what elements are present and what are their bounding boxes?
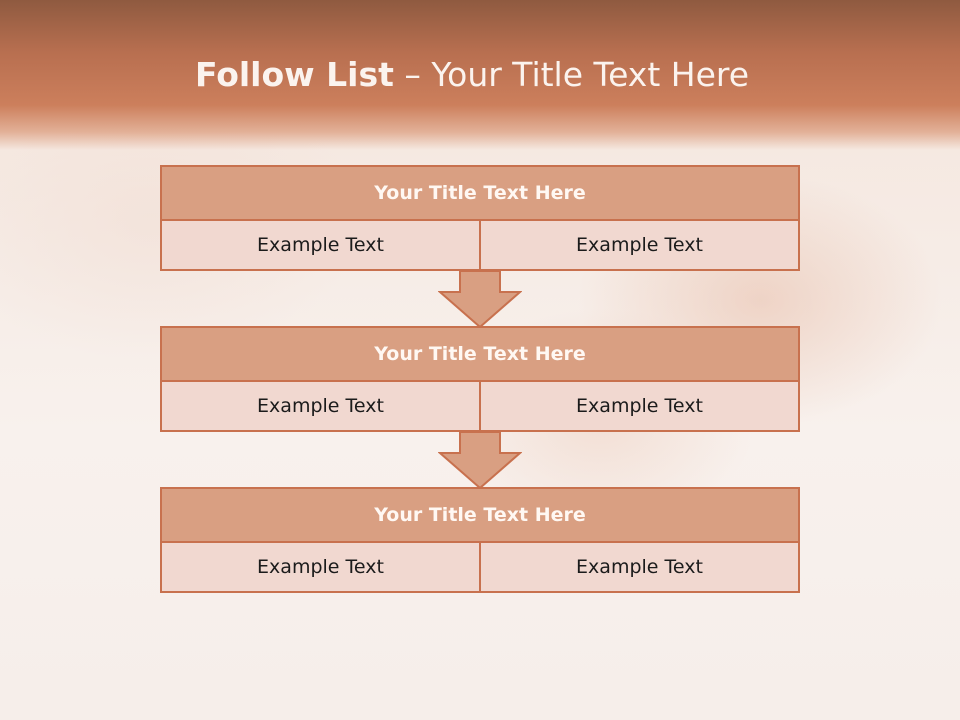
slide-title-rest: – Your Title Text Here [393, 55, 750, 94]
step-title: Your Title Text Here [160, 326, 800, 382]
step-cell-right: Example Text [481, 382, 800, 432]
step-cell-right: Example Text [481, 543, 800, 593]
down-arrow-icon [438, 431, 522, 489]
step-cell-left: Example Text [160, 543, 481, 593]
step-cell-left: Example Text [160, 382, 481, 432]
slide-title: Follow List – Your Title Text Here [0, 52, 944, 98]
step-1: Your Title Text Here Example Text Exampl… [160, 165, 800, 271]
header-band [0, 0, 960, 150]
step-3: Your Title Text Here Example Text Exampl… [160, 487, 800, 593]
step-title: Your Title Text Here [160, 165, 800, 221]
slide-title-bold: Follow List [194, 55, 394, 94]
down-arrow-icon [438, 270, 522, 328]
step-cell-right: Example Text [481, 221, 800, 271]
step-row: Example Text Example Text [160, 543, 800, 593]
step-row: Example Text Example Text [160, 221, 800, 271]
step-2: Your Title Text Here Example Text Exampl… [160, 326, 800, 432]
step-row: Example Text Example Text [160, 382, 800, 432]
step-cell-left: Example Text [160, 221, 481, 271]
step-title: Your Title Text Here [160, 487, 800, 543]
